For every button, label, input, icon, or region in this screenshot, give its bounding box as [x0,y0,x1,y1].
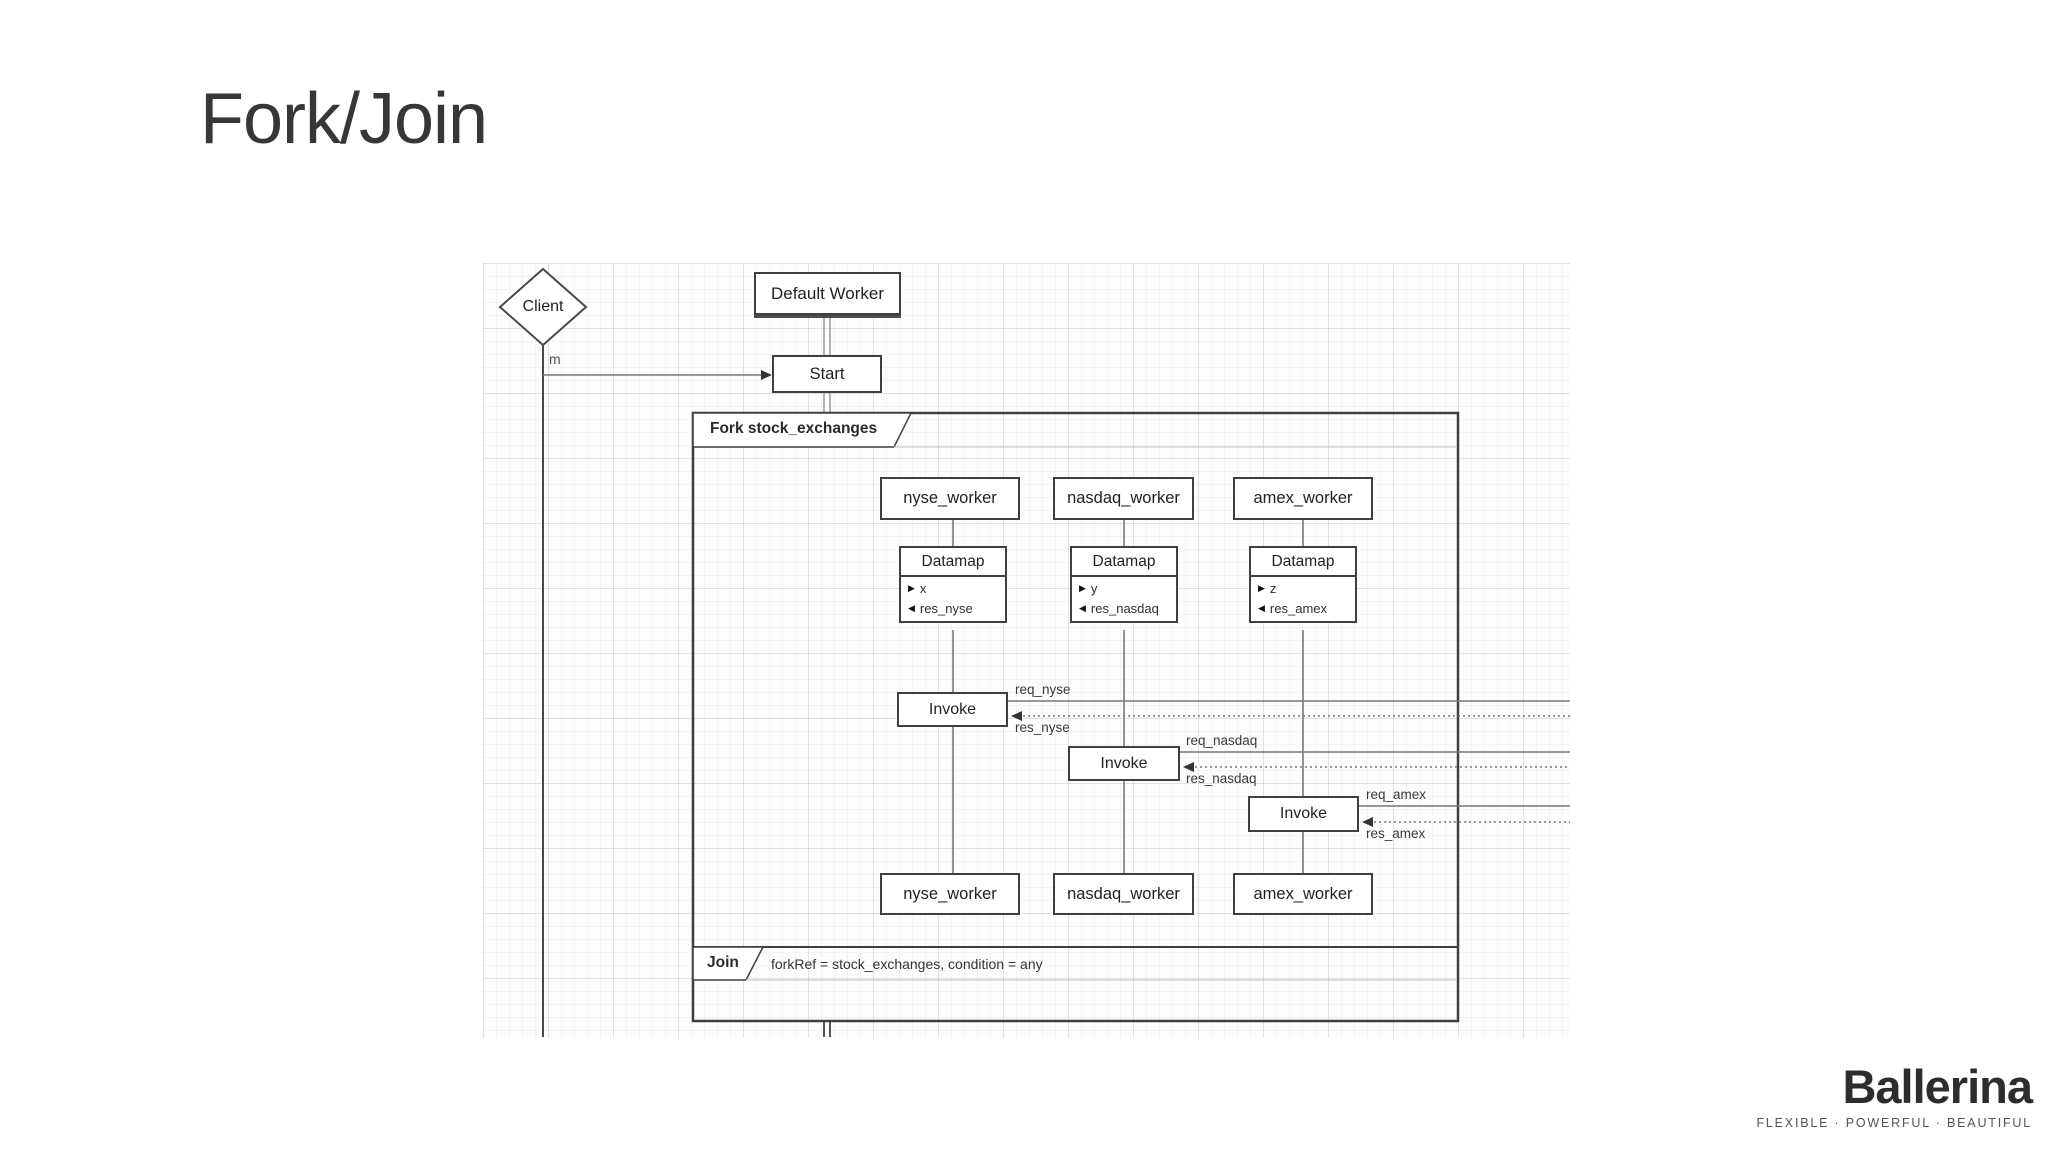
amex-worker-bottom-box: amex_worker [1233,873,1373,915]
datamap-out-icon: ◀ [1079,603,1086,613]
datamap-output-value: res_nyse [919,601,973,616]
res-nasdaq-label: res_nasdaq [1186,771,1257,786]
amex-worker-top-box: amex_worker [1233,477,1373,520]
ballerina-logo: Ballerina FLEXIBLE · POWERFUL · BEAUTIFU… [1756,1060,2033,1130]
ballerina-tagline: FLEXIBLE · POWERFUL · BEAUTIFUL [1756,1116,2032,1130]
datamap-input-row: ▶ z [1251,577,1355,597]
fork-title: Fork stock_exchanges [710,420,878,437]
res-nyse-label: res_nyse [1015,720,1070,735]
nasdaq-invoke-box: Invoke [1068,746,1180,781]
forkjoin-sequence-diagram: Client m Default Worker Start Fork stock… [483,263,1570,1038]
default-worker-lifeline [823,315,831,412]
datamap-output-row: ◀ res_nyse [901,597,1005,621]
datamap-output-row: ◀ res_nasdaq [1072,597,1176,621]
res-nasdaq-arrowhead-icon [1183,762,1194,772]
start-box: Start [772,355,882,393]
res-amex-arrowhead-icon [1362,817,1373,827]
datamap-in-icon: ▶ [908,583,915,593]
fork-container [691,411,1460,1023]
datamap-title: Datamap [1251,548,1355,577]
diagram-lines-layer [498,267,1570,1037]
join-condition: forkRef = stock_exchanges, condition = a… [771,956,1043,972]
datamap-output-row: ◀ res_amex [1251,597,1355,621]
nasdaq-worker-bottom-box: nasdaq_worker [1053,873,1194,915]
datamap-out-icon: ◀ [1258,603,1265,613]
datamap-title: Datamap [1072,548,1176,577]
res-amex-label: res_amex [1366,826,1426,841]
res-nyse-arrowhead-icon [1011,711,1022,721]
nyse-worker-bottom-box: nyse_worker [880,873,1020,915]
datamap-input-value: z [1269,581,1277,596]
datamap-out-icon: ◀ [908,603,915,613]
req-amex-label: req_amex [1366,787,1427,802]
nasdaq-datamap-box: Datamap ▶ y ◀ res_nasdaq [1070,546,1178,623]
default-worker-box: Default Worker [754,272,901,315]
amex-datamap-box: Datamap ▶ z ◀ res_amex [1249,546,1357,623]
nasdaq-worker-top-box: nasdaq_worker [1053,477,1194,520]
nyse-worker-top-box: nyse_worker [880,477,1020,520]
ballerina-wordmark: Ballerina [1842,1060,2033,1113]
m-message-label: m [549,351,561,367]
req-nasdaq-label: req_nasdaq [1186,733,1258,748]
datamap-in-icon: ▶ [1258,583,1265,593]
client-label: Client [522,298,564,315]
default-worker-lifeline-stub [823,1022,831,1037]
req-nyse-label: req_nyse [1015,682,1071,697]
datamap-title: Datamap [901,548,1005,577]
nyse-invoke-box: Invoke [897,692,1008,727]
datamap-in-icon: ▶ [1079,583,1086,593]
datamap-input-row: ▶ y [1072,577,1176,597]
nyse-datamap-box: Datamap ▶ x ◀ res_nyse [899,546,1007,623]
datamap-output-value: res_amex [1269,601,1327,616]
datamap-input-value: y [1090,581,1098,596]
join-title: Join [707,954,739,971]
page-title: Fork/Join [200,79,488,159]
datamap-input-value: x [919,581,927,596]
m-arrowhead-icon [761,370,772,380]
datamap-input-row: ▶ x [901,577,1005,597]
datamap-output-value: res_nasdaq [1090,601,1159,616]
amex-invoke-box: Invoke [1248,796,1359,832]
